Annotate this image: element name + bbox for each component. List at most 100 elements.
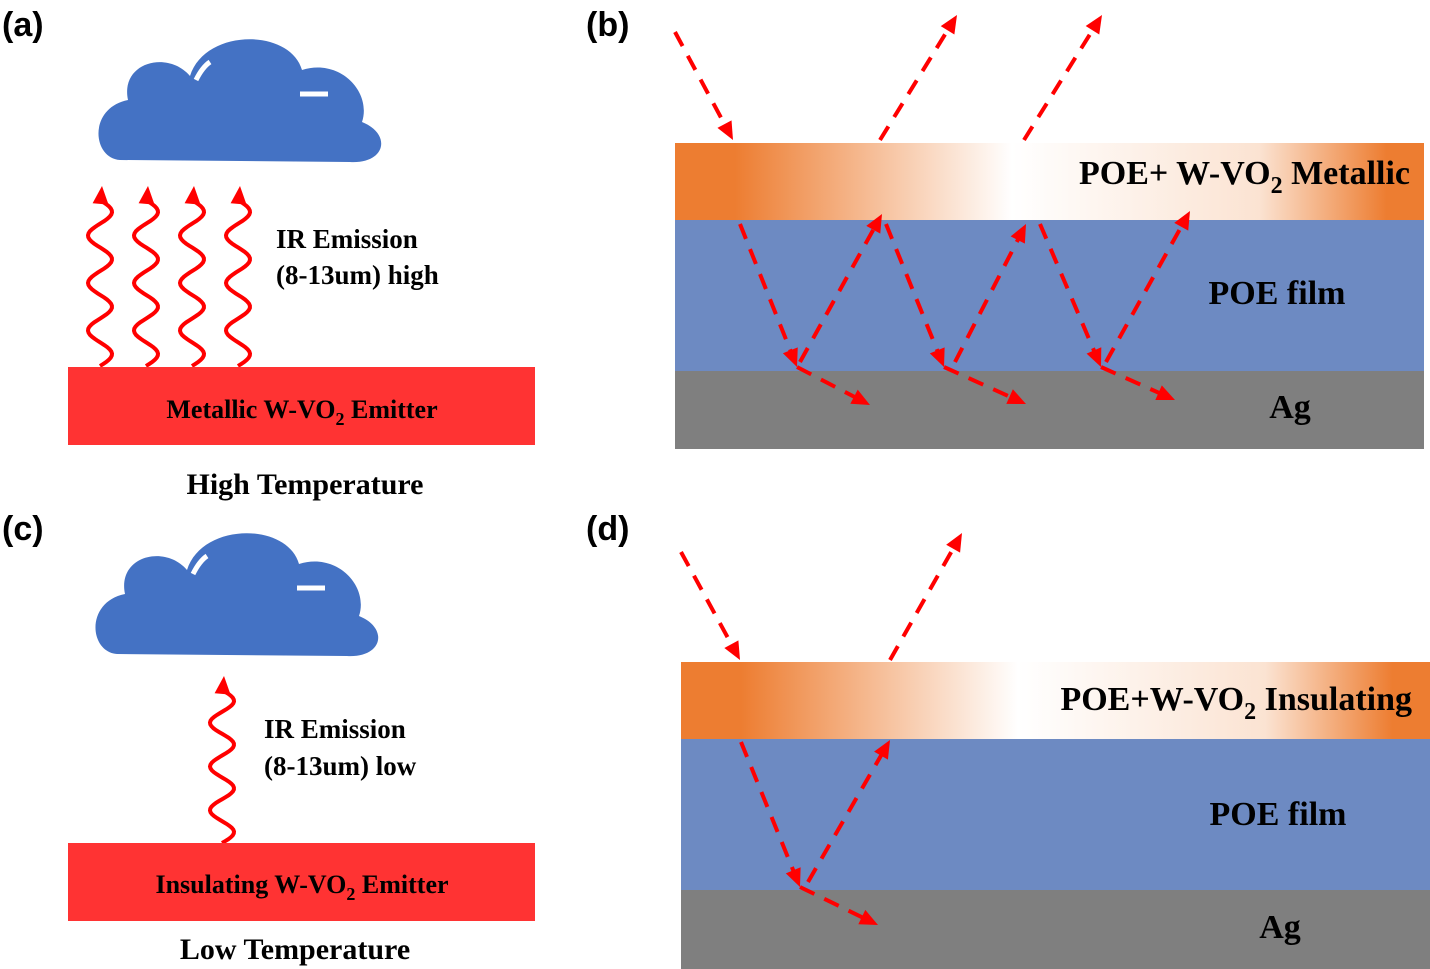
temperature-label: High Temperature: [187, 468, 424, 501]
panel-c-label: (c): [2, 510, 44, 548]
arrowhead: [850, 389, 870, 405]
arrowhead: [858, 909, 878, 925]
poe-wvo2-insulating-layer: [681, 662, 1430, 739]
dashed-ray: [878, 25, 952, 142]
dashed-arrow-icon: [806, 740, 890, 884]
dashed-ray: [673, 31, 729, 129]
arrowhead: [214, 676, 231, 695]
arrowhead: [1085, 15, 1102, 35]
metallic-layer-label: POE+ W-VO2 Metallic: [1079, 155, 1410, 199]
arrowhead: [717, 120, 733, 140]
dashed-arrow-icon: [799, 885, 878, 925]
wavy-line: [223, 198, 253, 368]
dashed-arrow-icon: [953, 224, 1026, 363]
wavy-line: [85, 198, 115, 368]
dashed-ray: [799, 885, 867, 921]
dashed-arrow-icon: [1104, 211, 1190, 363]
cloud-shape: [95, 533, 379, 657]
wavy-arrow-icon: [131, 186, 161, 368]
dashed-arrow-icon: [884, 223, 945, 367]
panel-b-label: (b): [586, 6, 629, 44]
arrowhead: [1086, 347, 1102, 367]
panel-d: (d) POE+W-VO2 Insulating POE film Ag: [586, 510, 1430, 969]
poe-film-layer: [675, 219, 1424, 371]
dashed-arrow-icon: [1100, 365, 1175, 400]
insulating-emitter-bar: [68, 843, 535, 921]
wavy-arrow-icon: [85, 186, 115, 368]
arrowhead: [940, 15, 957, 35]
cloud-shape: [98, 39, 382, 163]
dashed-ray: [943, 365, 1015, 401]
dashed-ray: [796, 365, 859, 401]
arrowhead: [929, 347, 945, 367]
dashed-ray: [1038, 223, 1098, 355]
arrowhead: [874, 740, 890, 760]
arrowhead: [724, 640, 740, 660]
poe-film-label: POE film: [1209, 275, 1346, 312]
arrowhead: [1010, 224, 1026, 244]
dashed-arrow-icon: [739, 741, 801, 887]
dashed-arrow-icon: [798, 214, 882, 363]
wavy-line: [131, 198, 161, 368]
ir-emission-label: IR Emission: [264, 714, 406, 744]
dashed-arrow-icon: [888, 533, 962, 661]
cloud-highlight: [190, 553, 209, 576]
temperature-label: Low Temperature: [180, 933, 410, 966]
ag-label: Ag: [1269, 389, 1311, 426]
dashed-ray: [953, 235, 1022, 363]
dashed-arrow-icon: [738, 223, 798, 367]
dashed-ray: [884, 223, 941, 355]
poe-wvo2-metallic-layer: [675, 143, 1424, 220]
cloud-highlight: [193, 59, 212, 82]
panel-b: (b) POE+ W-VO2 Metallic POE film Ag: [586, 6, 1424, 449]
ir-waves-high: [85, 186, 253, 368]
ag-layer: [675, 370, 1424, 449]
wavy-arrow-icon: [177, 186, 207, 368]
dashed-arrow-icon: [1022, 15, 1102, 142]
arrowhead: [1155, 385, 1175, 400]
dashed-arrow-icon: [673, 31, 733, 140]
dashed-arrow-icon: [943, 365, 1026, 404]
arrowhead: [782, 347, 798, 367]
metallic-emitter-bar: [68, 367, 535, 445]
ir-emission-range: (8-13um) high: [276, 260, 439, 290]
dashed-ray: [1100, 365, 1164, 397]
poe-film-label: POE film: [1210, 796, 1347, 833]
wavy-arrow-icon: [207, 676, 237, 845]
wavy-arrow-icon: [223, 186, 253, 368]
cloud-icon: [95, 533, 379, 657]
light-rays-metallic: [673, 15, 1190, 405]
panel-c: (c) IR Emission (8-13um) low Insulating …: [2, 510, 535, 966]
ir-emission-range: (8-13um) low: [264, 751, 417, 781]
arrowhead: [138, 186, 155, 205]
insulating-layer-label: POE+W-VO2 Insulating: [1060, 681, 1412, 725]
ir-waves-low: [207, 676, 237, 845]
dashed-ray: [738, 223, 794, 355]
arrowhead: [785, 867, 801, 887]
dashed-ray: [679, 551, 736, 649]
arrowhead: [866, 214, 882, 234]
poe-film-layer: [681, 738, 1430, 890]
panel-a-label: (a): [2, 6, 44, 44]
arrowhead: [946, 533, 962, 553]
light-rays-insulating: [679, 533, 962, 925]
arrowhead: [92, 186, 109, 205]
dashed-ray: [1022, 25, 1097, 142]
ag-label: Ag: [1259, 909, 1301, 946]
emitter-label: Metallic W-VO2 Emitter: [166, 395, 437, 429]
arrowhead: [230, 186, 247, 205]
ag-layer: [681, 889, 1430, 969]
cloud-icon: [98, 39, 382, 163]
dashed-arrow-icon: [796, 365, 870, 405]
dashed-arrow-icon: [878, 15, 957, 142]
panel-a: (a) IR Emission (8-13um) high Metallic W…: [2, 6, 535, 501]
wavy-line: [177, 198, 207, 368]
dashed-ray: [888, 544, 957, 661]
ir-emission-label: IR Emission: [276, 224, 418, 254]
panel-d-label: (d): [586, 510, 629, 548]
dashed-arrow-icon: [679, 551, 740, 660]
dashed-ray: [739, 741, 797, 875]
arrowhead: [1006, 389, 1026, 404]
arrowhead: [1174, 211, 1190, 231]
